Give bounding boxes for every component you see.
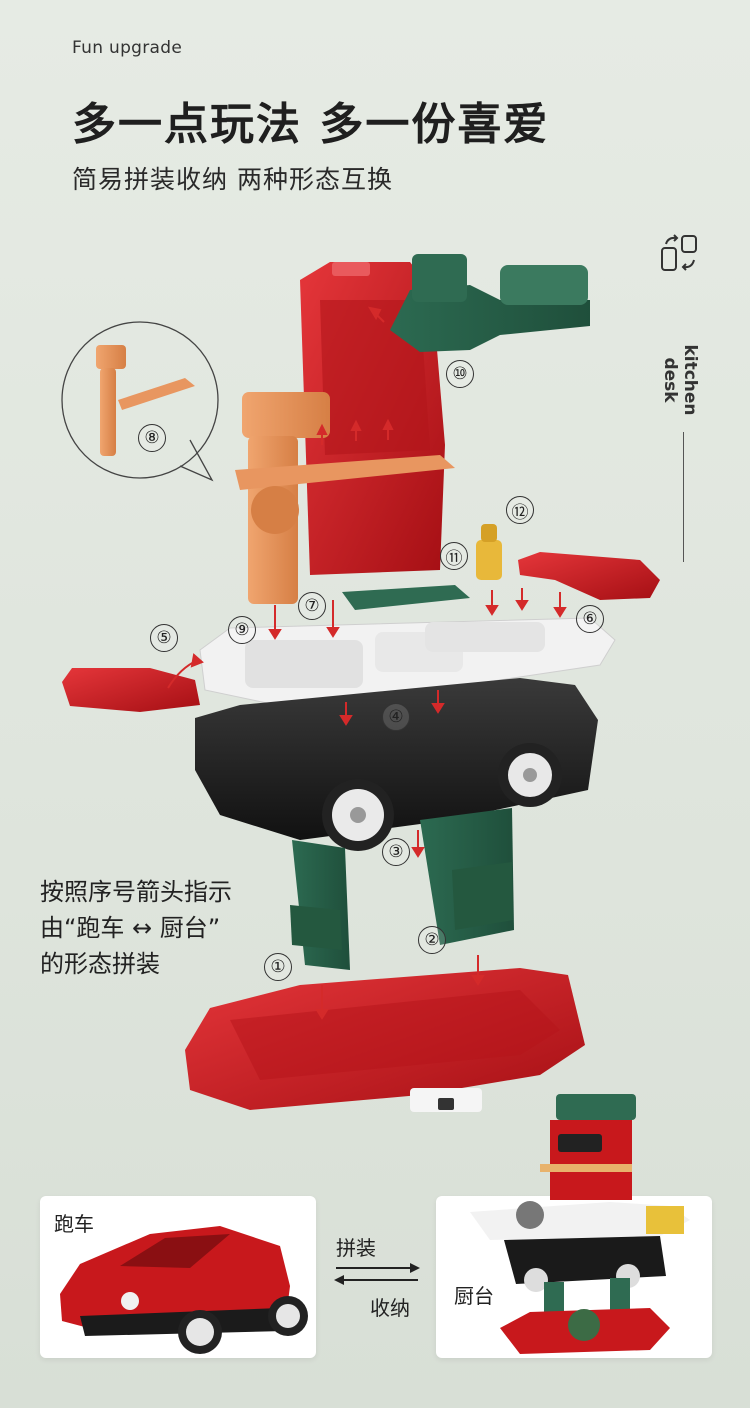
page-subtitle: 简易拼装收纳 两种形态互换 xyxy=(72,165,393,194)
swap-arrows-icon xyxy=(334,1263,420,1285)
orange-ledge xyxy=(235,455,455,490)
step-number-7: ⑦ xyxy=(298,592,326,620)
counter-sink xyxy=(245,640,363,688)
step-number-3: ③ xyxy=(382,838,410,866)
kitchen-image xyxy=(470,1094,690,1354)
green-tray xyxy=(342,585,470,610)
store-label: 收纳 xyxy=(370,1296,410,1320)
step-number-1: ① xyxy=(264,953,292,981)
step-number-2: ② xyxy=(418,926,446,954)
assembly-instructions: 按照序号箭头指示 由“跑车 ↔ 厨台” 的形态拼装 xyxy=(40,874,280,982)
step-number-8: ⑧ xyxy=(138,424,166,452)
car-card: 跑车 xyxy=(40,1196,316,1358)
page-title: 多一点玩法 多一份喜爱 xyxy=(72,99,550,150)
side-divider xyxy=(683,432,684,562)
step-number-12: ⑫ xyxy=(506,496,534,524)
range-hood-shelf xyxy=(500,265,588,305)
step-number-9: ⑨ xyxy=(228,616,256,644)
step-number-11: ⑪ xyxy=(440,542,468,570)
assemble-label: 拼装 xyxy=(336,1236,376,1260)
range-hood-top xyxy=(412,254,467,302)
left-side-table xyxy=(62,668,200,712)
step-number-5: ⑤ xyxy=(150,624,178,652)
yellow-part xyxy=(476,540,502,580)
black-car-body xyxy=(195,678,598,840)
instruction-line-1: 按照序号箭头指示 xyxy=(40,878,232,906)
eyebrow-text: Fun upgrade xyxy=(72,38,183,58)
detail-callout xyxy=(61,321,219,479)
swap-icon xyxy=(661,234,697,271)
car-label: 跑车 xyxy=(54,1212,94,1236)
step-number-6: ⑥ xyxy=(576,605,604,633)
back-panel-clip xyxy=(332,262,370,276)
step-number-4: ④ xyxy=(382,703,410,731)
orange-shelf-top xyxy=(242,392,330,438)
instruction-line-2: 由“跑车 ↔ 厨台” xyxy=(40,914,221,942)
kitchen-label: 厨台 xyxy=(454,1284,494,1308)
car-image xyxy=(60,1226,308,1354)
step-number-10: ⑩ xyxy=(446,360,474,388)
green-leg-left xyxy=(292,840,350,970)
right-side-table xyxy=(518,552,660,600)
instruction-line-3: 的形态拼装 xyxy=(40,950,160,978)
